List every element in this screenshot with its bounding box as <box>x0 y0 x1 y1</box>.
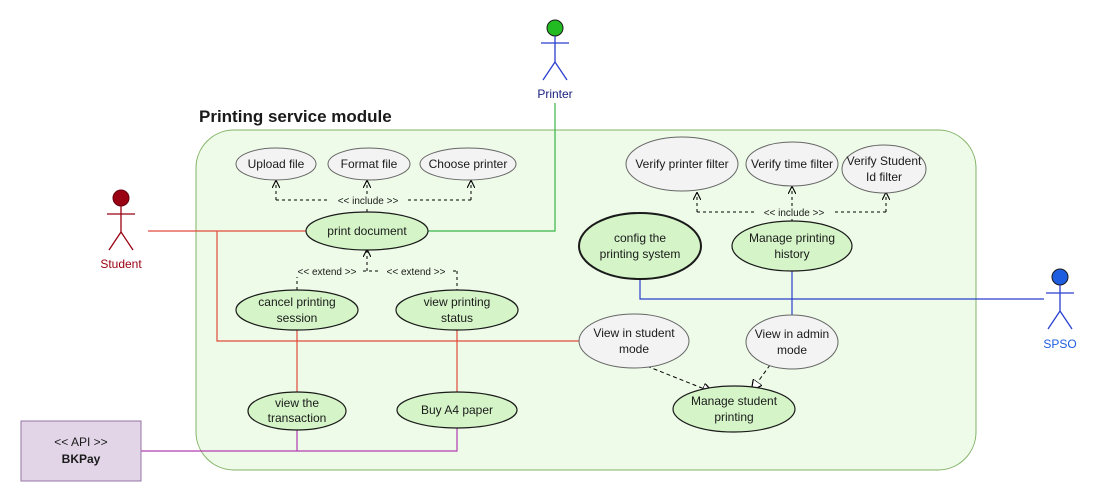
usecase-print-document[interactable]: print document <box>305 211 429 251</box>
svg-text:mode: mode <box>619 342 649 356</box>
printer-print-line <box>428 103 556 232</box>
usecase-upload-file[interactable]: Upload file <box>235 147 317 181</box>
bkpay-line <box>141 427 458 452</box>
extend-right-label: << extend >> <box>387 267 446 278</box>
usecase-config-printing-system[interactable]: config the printing system <box>578 212 702 280</box>
usecase-manage-printing-history[interactable]: Manage printing history <box>731 220 853 272</box>
usecase-verify-time-filter[interactable]: Verify time filter <box>745 141 839 187</box>
svg-text:transaction: transaction <box>268 411 327 425</box>
svg-text:View in admin: View in admin <box>755 327 829 341</box>
actor-student-label: Student <box>100 257 142 271</box>
actor-printer[interactable]: Printer <box>537 19 573 101</box>
include-right-label: << include >> <box>764 208 825 219</box>
svg-text:Manage student: Manage student <box>691 394 778 408</box>
svg-text:View in student: View in student <box>593 326 675 340</box>
usecase-format-file[interactable]: Format file <box>327 147 411 181</box>
svg-text:printing system: printing system <box>600 247 681 261</box>
svg-text:Upload file: Upload file <box>248 157 305 171</box>
usecase-choose-printer[interactable]: Choose printer <box>419 147 517 181</box>
svg-text:print document: print document <box>327 224 407 238</box>
student-view-student-mode-line <box>216 231 580 342</box>
svg-text:view printing: view printing <box>424 295 491 309</box>
svg-text:view the: view the <box>275 396 319 410</box>
svg-text:mode: mode <box>777 343 807 357</box>
svg-text:Choose printer: Choose printer <box>429 157 508 171</box>
svg-text:Manage printing: Manage printing <box>749 231 835 245</box>
svg-text:Id filter: Id filter <box>866 170 902 184</box>
svg-text:status: status <box>441 311 473 325</box>
usecase-view-printing-status[interactable]: view printing status <box>395 289 519 331</box>
usecase-cancel-printing-session[interactable]: cancel printing session <box>235 289 359 331</box>
actor-student[interactable]: Student <box>100 189 142 271</box>
svg-text:Verify Student: Verify Student <box>847 154 922 168</box>
svg-text:cancel printing: cancel printing <box>258 295 335 309</box>
usecase-view-transaction[interactable]: view the transaction <box>247 391 347 431</box>
svg-text:session: session <box>277 311 318 325</box>
extend-left-label: << extend >> <box>298 267 357 278</box>
svg-text:Verify printer filter: Verify printer filter <box>635 157 728 171</box>
usecase-verify-printer-filter[interactable]: Verify printer filter <box>625 136 739 192</box>
include-left-label: << include >> <box>338 196 399 207</box>
spso-config-line <box>639 279 1044 300</box>
svg-text:Verify time filter: Verify time filter <box>751 157 833 171</box>
actor-spso-label: SPSO <box>1043 337 1076 351</box>
svg-text:Buy A4 paper: Buy A4 paper <box>421 403 493 417</box>
usecase-verify-student-id-filter[interactable]: Verify Student Id filter <box>841 144 927 194</box>
svg-text:Format file: Format file <box>341 157 398 171</box>
svg-text:printing: printing <box>714 410 753 424</box>
svg-text:config the: config the <box>614 231 666 245</box>
svg-text:history: history <box>774 247 809 261</box>
usecase-manage-student-printing[interactable]: Manage student printing <box>672 385 796 433</box>
usecase-view-in-admin-mode[interactable]: View in admin mode <box>745 314 839 370</box>
actor-printer-label: Printer <box>537 87 572 101</box>
api-stereotype: << API >> <box>54 435 107 449</box>
usecase-buy-a4-paper[interactable]: Buy A4 paper <box>396 391 518 429</box>
module-title: Printing service module <box>199 107 392 126</box>
actor-spso[interactable]: SPSO <box>1043 268 1077 351</box>
api-bkpay-box[interactable]: << API >> BKPay <box>20 420 142 482</box>
generalization-admin-mode <box>752 364 771 390</box>
usecase-view-in-student-mode[interactable]: View in student mode <box>578 313 690 369</box>
api-name: BKPay <box>62 452 101 466</box>
